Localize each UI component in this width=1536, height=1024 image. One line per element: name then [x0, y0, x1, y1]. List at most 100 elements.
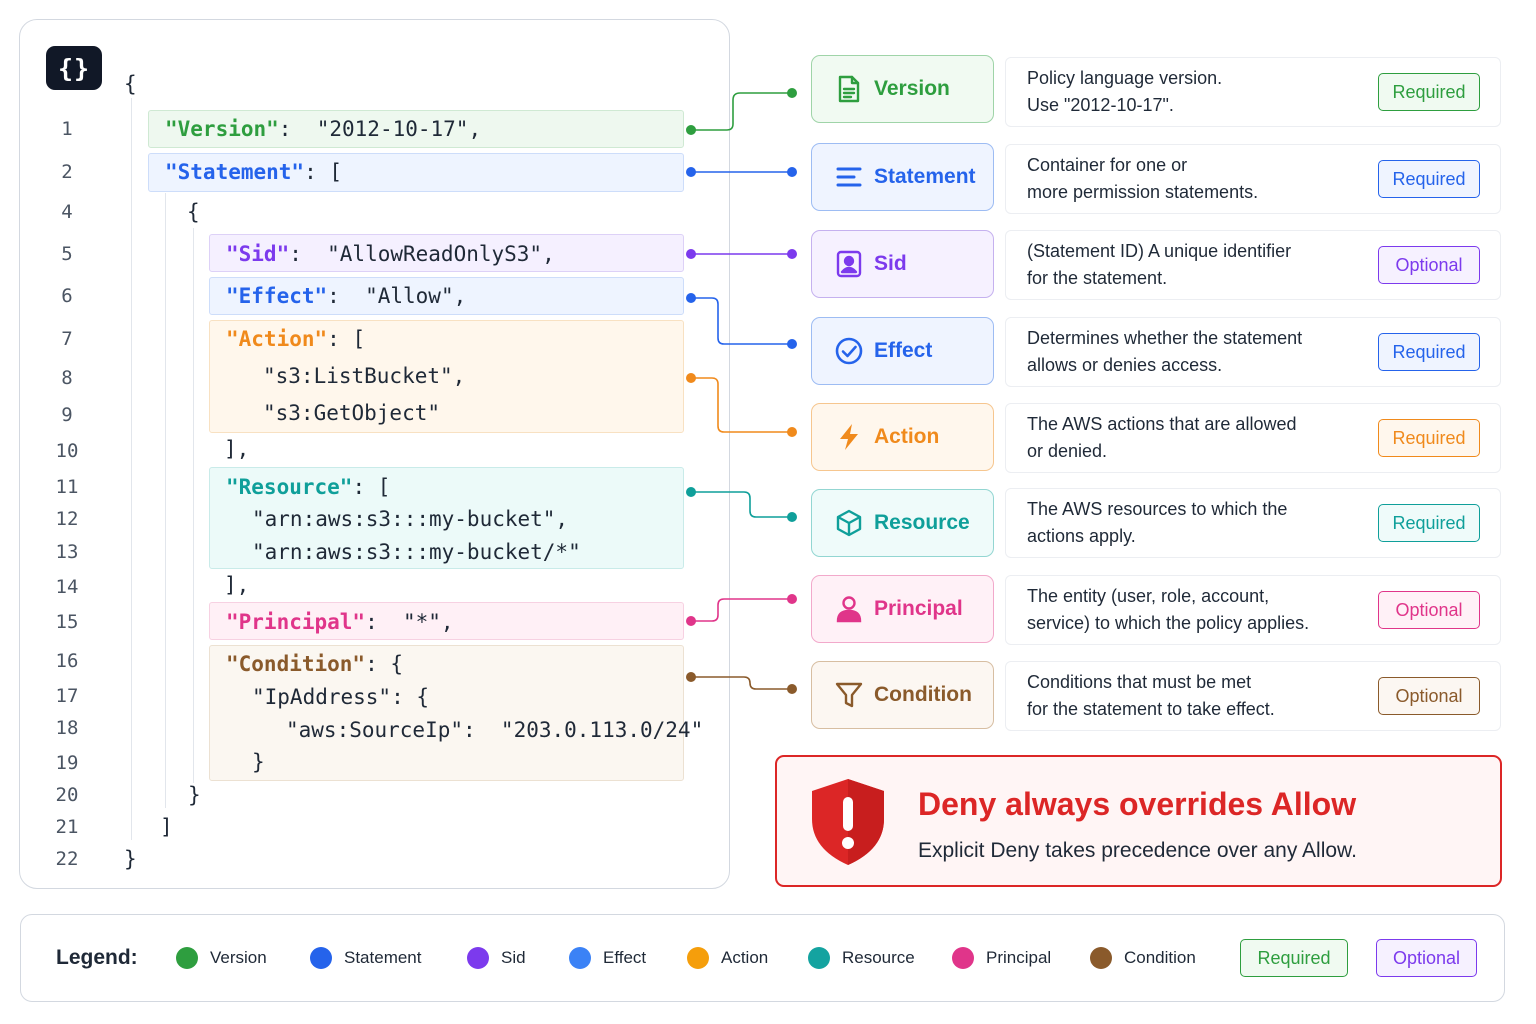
code-line: "Effect": "Allow", [226, 284, 466, 308]
code-key: "Principal" [226, 610, 366, 634]
code-text: "s3:GetObject" [263, 401, 441, 425]
code-key: "Version" [165, 117, 279, 141]
legend-dot [952, 947, 974, 969]
description-line: for the statement. [1027, 268, 1168, 288]
description-line: Determines whether the statement [1027, 328, 1303, 348]
code-key: "Effect" [226, 284, 328, 308]
highlight-version [148, 110, 684, 148]
lightning-icon [840, 424, 858, 450]
line-number: 20 [55, 784, 79, 806]
indent-guide [165, 193, 166, 808]
legend-dot [176, 947, 198, 969]
indent-guide [131, 98, 132, 840]
optional-badge: Optional [1378, 677, 1480, 715]
legend-item-condition: Condition [1090, 947, 1196, 969]
element-label: Statement [874, 165, 976, 188]
line-number: 9 [61, 404, 73, 426]
document-icon [838, 75, 860, 103]
element-label: Resource [874, 511, 970, 534]
highlight-effect [209, 277, 684, 315]
code-line: "Action": [ [226, 327, 365, 351]
connector-dot [787, 339, 797, 349]
code-text: : { [365, 652, 404, 676]
connector-dot [787, 167, 797, 177]
legend-dot [467, 947, 489, 969]
optional-badge: Optional [1378, 591, 1480, 629]
legend-item-principal: Principal [952, 947, 1051, 969]
code-text: : [ [327, 327, 366, 351]
legend-label: Statement [344, 948, 422, 967]
description-line: more permission statements. [1027, 182, 1259, 202]
connector-dot [787, 88, 797, 98]
line-number: 12 [55, 508, 79, 530]
code-line: "Version": "2012-10-17", [165, 117, 481, 141]
required-badge: Required [1378, 333, 1480, 371]
legend-dot [569, 947, 591, 969]
code-line: { [124, 72, 137, 96]
code-text: : [ [352, 475, 391, 499]
line-number: 22 [55, 848, 79, 870]
legend-dot [687, 947, 709, 969]
line-number: 4 [61, 201, 73, 223]
legend-required-badge: Required [1240, 939, 1348, 977]
highlight-resource [209, 467, 684, 569]
lines-icon [836, 167, 862, 187]
connector-dot [787, 249, 797, 259]
element-action: Action [811, 403, 994, 471]
connector-dot [787, 512, 797, 522]
code-text: ] [160, 815, 173, 839]
code-line: "Statement": [ [165, 160, 342, 184]
description-line: Container for one or [1027, 155, 1188, 175]
legend-item-statement: Statement [310, 947, 422, 969]
element-resource: Resource [811, 489, 994, 557]
code-line: { [187, 200, 200, 224]
description-line: Conditions that must be met [1027, 672, 1252, 692]
line-number: 19 [55, 752, 79, 774]
legend-item-resource: Resource [808, 947, 915, 969]
legend-label: Version [210, 948, 267, 967]
line-number: 18 [55, 717, 79, 739]
code-text: "arn:aws:s3:::my-bucket", [252, 507, 569, 531]
description-line: The entity (user, role, account, [1027, 586, 1270, 606]
code-line: "IpAddress": { [252, 685, 429, 709]
code-text: "arn:aws:s3:::my-bucket/*" [252, 540, 581, 564]
code-key: "Action" [226, 327, 328, 351]
description-statement: Container for one or more permission stat… [1005, 144, 1501, 214]
code-text: } [124, 847, 137, 871]
code-text: : "Allow", [327, 284, 467, 308]
line-number: 15 [55, 611, 79, 633]
legend-item-version: Version [176, 947, 267, 969]
id-badge-icon [836, 250, 862, 278]
code-line: } [252, 750, 265, 774]
optional-badge: Optional [1378, 246, 1480, 284]
code-line: } [188, 783, 201, 807]
connector-dot [787, 594, 797, 604]
person-icon [836, 596, 862, 623]
legend-item-effect: Effect [569, 947, 646, 969]
code-line: } [124, 847, 137, 871]
line-number: 17 [55, 685, 79, 707]
line-number: 10 [55, 440, 79, 462]
legend-dot [310, 947, 332, 969]
legend-label: Condition [1124, 948, 1196, 967]
element-principal: Principal [811, 575, 994, 643]
legend-optional-badge: Optional [1376, 939, 1477, 977]
code-text: "aws:SourceIp": "203.0.113.0/24" [286, 718, 704, 742]
element-version: Version [811, 55, 994, 123]
code-line: "Condition": { [226, 652, 403, 676]
highlight-statement [148, 153, 684, 192]
code-line: "Principal": "*", [226, 610, 454, 634]
code-text: "s3:ListBucket", [263, 364, 466, 388]
code-text: : "2012-10-17", [278, 117, 482, 141]
line-number: 1 [61, 118, 73, 140]
line-number: 6 [61, 285, 73, 307]
required-badge: Required [1378, 73, 1480, 111]
line-number: 21 [55, 816, 79, 838]
legend-item-sid: Sid [467, 947, 526, 969]
highlight-principal [209, 602, 684, 640]
code-line: ], [224, 573, 249, 597]
connector-dot [787, 427, 797, 437]
braces-icon: {} [46, 46, 102, 90]
